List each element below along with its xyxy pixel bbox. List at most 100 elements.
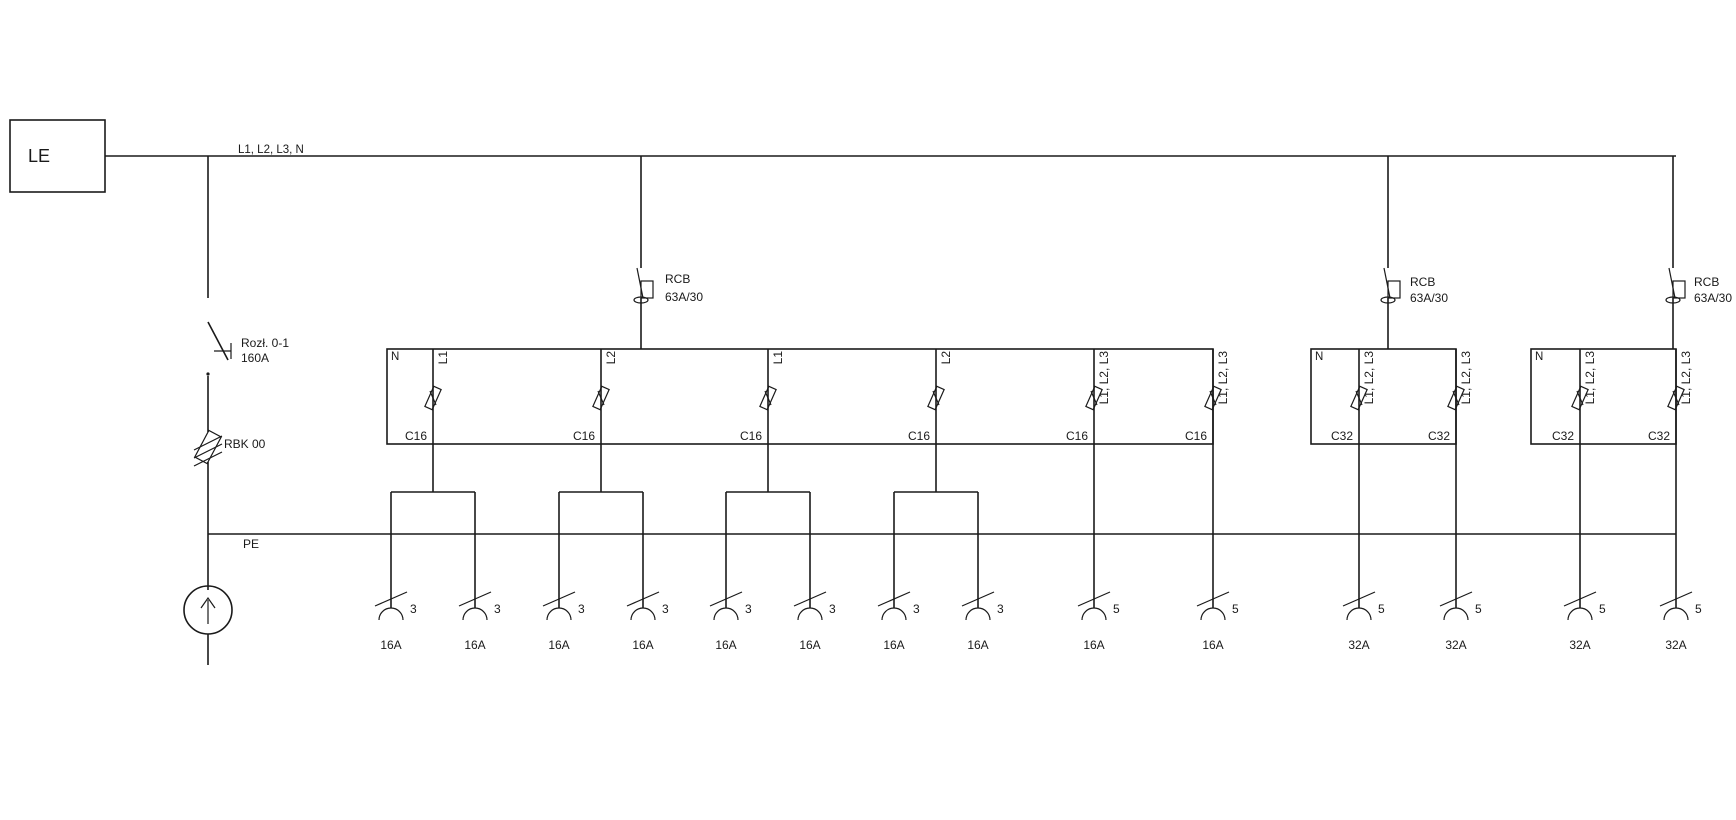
socket-icon: [1200, 607, 1226, 621]
breaker-phase-label: L1, L2, L3: [1097, 351, 1111, 405]
socket-current-label: 32A: [1665, 638, 1686, 652]
socket-pole-slash: [709, 591, 743, 607]
socket-poles-label: 5: [1695, 602, 1702, 616]
rcb-1: RCB 63A/30: [665, 272, 703, 304]
breaker-hatch: [1355, 390, 1363, 406]
breaker-phase-label: L1, L2, L3: [1362, 351, 1376, 405]
socket-pole-slash: [542, 591, 576, 607]
rcb-type-label: RCB: [665, 272, 690, 286]
socket-pole-slash: [626, 591, 660, 607]
circuit-breaker-icon: [927, 385, 945, 411]
socket-poles-label: 5: [1378, 602, 1385, 616]
socket-icon: [1346, 607, 1372, 621]
socket-icon: [713, 607, 739, 621]
socket-poles-label: 3: [745, 602, 752, 616]
socket-current-label: 16A: [380, 638, 401, 652]
socket-current-label: 16A: [1202, 638, 1223, 652]
socket-icon: [1081, 607, 1107, 621]
neutral-label: N: [391, 351, 399, 363]
supply-box-frame: [9, 119, 106, 193]
circuit-breaker-icon: [424, 385, 442, 411]
distribution-groups: NC16L1316A316AC16L2316A316AC16L1316A316A…: [374, 156, 1702, 652]
socket-current-label: 32A: [1348, 638, 1369, 652]
socket-current-label: 16A: [632, 638, 653, 652]
fuse-label: RBK 00: [224, 437, 266, 451]
socket-current-label: 32A: [1569, 638, 1590, 652]
circuit-breaker-icon: [1571, 385, 1589, 411]
socket-outlet: 5 32A: [1342, 444, 1385, 652]
breaker-hatch: [429, 390, 437, 406]
breaker-hatch: [1452, 390, 1460, 406]
socket-icon: [378, 607, 404, 621]
socket-poles-label: 5: [1475, 602, 1482, 616]
socket-poles-label: 3: [829, 602, 836, 616]
breaker-rating-label: C16: [1185, 429, 1207, 443]
breaker-phase-label: L2: [939, 351, 953, 365]
socket-icon: [1663, 607, 1689, 621]
breaker-rating-label: C32: [1428, 429, 1450, 443]
socket-current-label: 16A: [715, 638, 736, 652]
breaker: C32 L1, L2, L3 5 32A: [1428, 349, 1482, 652]
disconnector-blade: [207, 321, 229, 361]
breaker-phase-label: L1, L2, L3: [1459, 351, 1473, 405]
breaker-phase-label: L1, L2, L3: [1216, 351, 1230, 405]
rcb-rating-label: 63A/30: [1410, 291, 1448, 305]
pe-bus-label: PE: [243, 537, 259, 551]
socket-current-label: 32A: [1445, 638, 1466, 652]
socket-current-label: 16A: [464, 638, 485, 652]
incoming-feeder: Rozł. 0-1 160A RBK 00: [183, 156, 289, 665]
socket-current-label: 16A: [548, 638, 569, 652]
breaker-rating-label: C32: [1552, 429, 1574, 443]
breaker-hatch: [764, 390, 772, 406]
rcb-rating-label: 63A/30: [665, 290, 703, 304]
rcb-rating-label: 63A/30: [1694, 291, 1732, 305]
breaker-phase-label: L1: [771, 351, 785, 365]
breaker-rating-label: C16: [1066, 429, 1088, 443]
socket-outlet: 3 16A: [374, 492, 417, 652]
supply-box: LE: [9, 119, 106, 193]
breaker-phase-label: L1, L2, L3: [1679, 351, 1693, 405]
socket-outlet: 3 16A: [709, 492, 752, 652]
socket-outlet: 5 32A: [1563, 444, 1606, 652]
neutral-label: N: [1535, 351, 1543, 363]
breaker-hatch: [1090, 390, 1098, 406]
socket-pole-slash: [961, 591, 995, 607]
breaker-hatch: [932, 390, 940, 406]
socket-pole-slash: [1439, 591, 1473, 607]
socket-pole-slash: [458, 591, 492, 607]
breaker-hatch: [597, 390, 605, 406]
main-switch-label-1: Rozł. 0-1: [241, 336, 289, 350]
socket-icon: [797, 607, 823, 621]
circuit-breaker-icon: [592, 385, 610, 411]
rcb-symbol-3: [1665, 156, 1686, 349]
fuse-icon: [193, 429, 223, 465]
fuse-slash-2: [193, 443, 223, 459]
socket-pole-slash: [877, 591, 911, 607]
breaker-hatch: [1576, 390, 1584, 406]
breaker-phase-label: L1, L2, L3: [1583, 351, 1597, 405]
breaker-phase-label: L1: [436, 351, 450, 365]
socket-pole-slash: [793, 591, 827, 607]
rcb-contact: [1383, 267, 1391, 299]
socket-poles-label: 5: [1599, 602, 1606, 616]
breaker-rating-label: C16: [908, 429, 930, 443]
socket-poles-label: 3: [997, 602, 1004, 616]
socket-poles-label: 3: [410, 602, 417, 616]
socket-pole-slash: [374, 591, 408, 607]
socket-pole-slash: [1563, 591, 1597, 607]
socket-outlet: 5 32A: [1439, 444, 1482, 652]
breaker-rating-label: C16: [573, 429, 595, 443]
circuit-breaker-icon: [1350, 385, 1368, 411]
breaker-hatch: [1672, 390, 1680, 406]
breaker: C32 L1, L2, L3 5 32A: [1552, 349, 1606, 652]
socket-icon: [881, 607, 907, 621]
